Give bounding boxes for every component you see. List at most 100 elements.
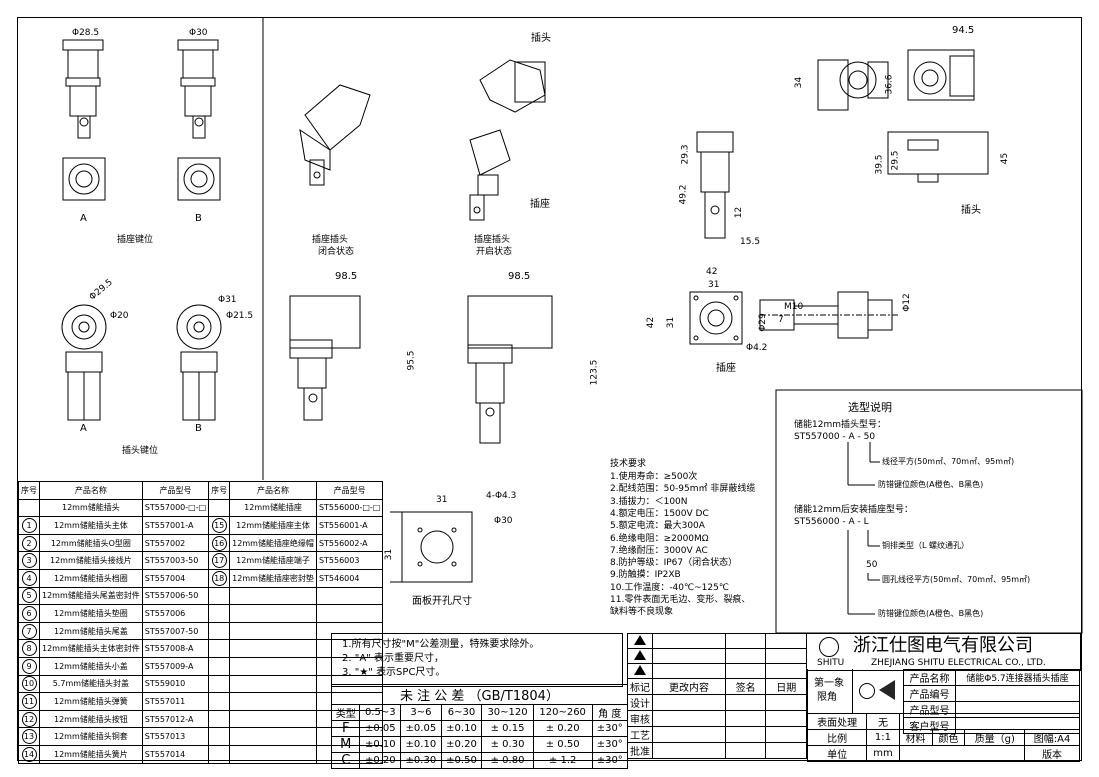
bom-cell: ST559010 (141, 674, 210, 694)
dim-phi12: Φ12 (901, 293, 912, 312)
tolerance-header: 类型 (330, 704, 361, 721)
revision-mark (627, 648, 653, 664)
revision-cell (765, 648, 807, 664)
bom-index: 13 (18, 727, 40, 746)
bom-cell: 12mm储能插头尾盖 (39, 621, 143, 641)
unit-value: mm (866, 745, 900, 762)
tolerance-cell: ±0.05 (359, 720, 402, 737)
bom-cell (315, 604, 384, 623)
tolerance-header: 6~30 (440, 704, 483, 721)
plug-side-label: 插头 (961, 205, 981, 216)
label-a-2: A (80, 423, 87, 434)
dim-36-6: 36.6 (884, 74, 895, 95)
closed-state-line2: 闭合状态 (318, 247, 355, 257)
revision-table: 标记更改内容签名日期设计审核工艺批准 (627, 633, 807, 759)
bom-index: 10 (18, 674, 40, 694)
dim-39-5: 39.5 (874, 154, 885, 175)
dim-7: 7 (778, 315, 784, 325)
tech-item: 8.防护等级：IP67（闭合状态） (610, 558, 738, 569)
revision-cell (724, 694, 767, 711)
revision-cell (652, 648, 726, 664)
notes-box: 1.所有尺寸按"M"公差测量，特殊要求除外。 2. "A" 表示重要尺寸， 3.… (331, 633, 623, 687)
bom-cell: 12mm储能插座主体 (229, 516, 317, 535)
tech-item: 10.工作温度：-40℃~125℃ (610, 582, 729, 593)
revision-cell (724, 726, 767, 743)
revision-role-row: 审核 (627, 710, 807, 727)
bom-index-circle: 9 (21, 658, 37, 674)
bom-header: 产品型号 (141, 481, 210, 500)
revision-cell (765, 633, 807, 649)
plug-model-code: ST557000 - A - 50 (794, 432, 876, 442)
revision-cell (652, 710, 726, 727)
revision-cell (765, 694, 807, 711)
projection-line2: 限角 (817, 692, 837, 703)
plug-label: 插头 (531, 33, 551, 44)
bom-cell (229, 692, 317, 711)
tech-item: 缺料等不良现象 (610, 607, 674, 618)
label-b: B (195, 213, 202, 224)
bom-index: 12 (18, 709, 40, 729)
socket-model-code: ST556000 - A - L (794, 517, 869, 527)
bom-cell (208, 604, 231, 623)
tech-item: 3.插拔力：＜100N (610, 496, 688, 507)
tolerance-cell: ±30° (591, 736, 629, 753)
bom-cell: 12mm储能插头主体密封件 (39, 639, 143, 658)
bom-header: 序号 (18, 481, 40, 500)
bom-cell: ST557008-A (141, 639, 210, 658)
revision-cell (724, 742, 767, 759)
tolerance-header: 30~120 (481, 704, 534, 721)
dim-45: 45 (1000, 152, 1011, 165)
bom-cell: 12mm储能插头按钮 (39, 709, 143, 729)
bom-cell: ST557004 (141, 568, 210, 588)
bom-cell (229, 709, 317, 729)
tolerance-row: F±0.05±0.05±0.10± 0.15± 0.20±30° (330, 720, 629, 737)
revision-cell (765, 710, 807, 727)
socket-50: 50 (866, 560, 878, 570)
bom-cell (229, 744, 317, 764)
tolerance-cell: ±0.20 (440, 736, 483, 753)
revision-mark (627, 663, 653, 679)
tolerance-cell: ± 0.30 (481, 736, 534, 753)
revision-mark (627, 633, 653, 649)
tolerance-cell: ±0.20 (359, 752, 402, 769)
bom-cell: 12mm储能插头垫圈 (39, 604, 143, 623)
bom-index-circle: 7 (21, 623, 37, 639)
dim-15-5: 15.5 (740, 237, 761, 247)
revision-role: 设计 (627, 694, 653, 711)
bom-index-circle: 12 (21, 711, 37, 727)
label-a: A (80, 213, 87, 224)
projection-line1: 第一象 (814, 678, 844, 689)
tolerance-cell: F (330, 720, 361, 737)
warning-triangle-icon (634, 649, 646, 660)
dim-31-top: 31 (708, 280, 720, 290)
bom-cell: ST557000-□-□ (141, 498, 210, 518)
bom-index-circle: 8 (21, 641, 37, 657)
weight-label: 质量（g) (964, 729, 1026, 746)
bom-cell: 12mm储能插座密封垫 (229, 568, 317, 588)
tolerance-cell: M (330, 736, 361, 753)
bom-cell: ST556000-□-□ (315, 498, 384, 518)
note-2: 2. "A" 表示重要尺寸， (342, 653, 444, 664)
bom-cell: 12mm储能插头 (39, 498, 143, 518)
bom-index: 7 (18, 621, 40, 641)
revision-row (627, 633, 807, 649)
bom-cell (229, 621, 317, 641)
tech-item: 5.额定电流：最大300A (610, 521, 705, 532)
bom-index-circle: 15 (211, 517, 227, 533)
bom-cell (229, 604, 317, 623)
bom-cell: ST556001-A (315, 516, 384, 535)
warning-triangle-icon (634, 634, 646, 645)
projection-cone-icon (879, 680, 895, 700)
scale-value: 1:1 (866, 729, 900, 746)
revision-cell (652, 742, 726, 759)
title-field-row: 产品编号 (903, 685, 1081, 702)
bom-index: 3 (18, 551, 40, 570)
